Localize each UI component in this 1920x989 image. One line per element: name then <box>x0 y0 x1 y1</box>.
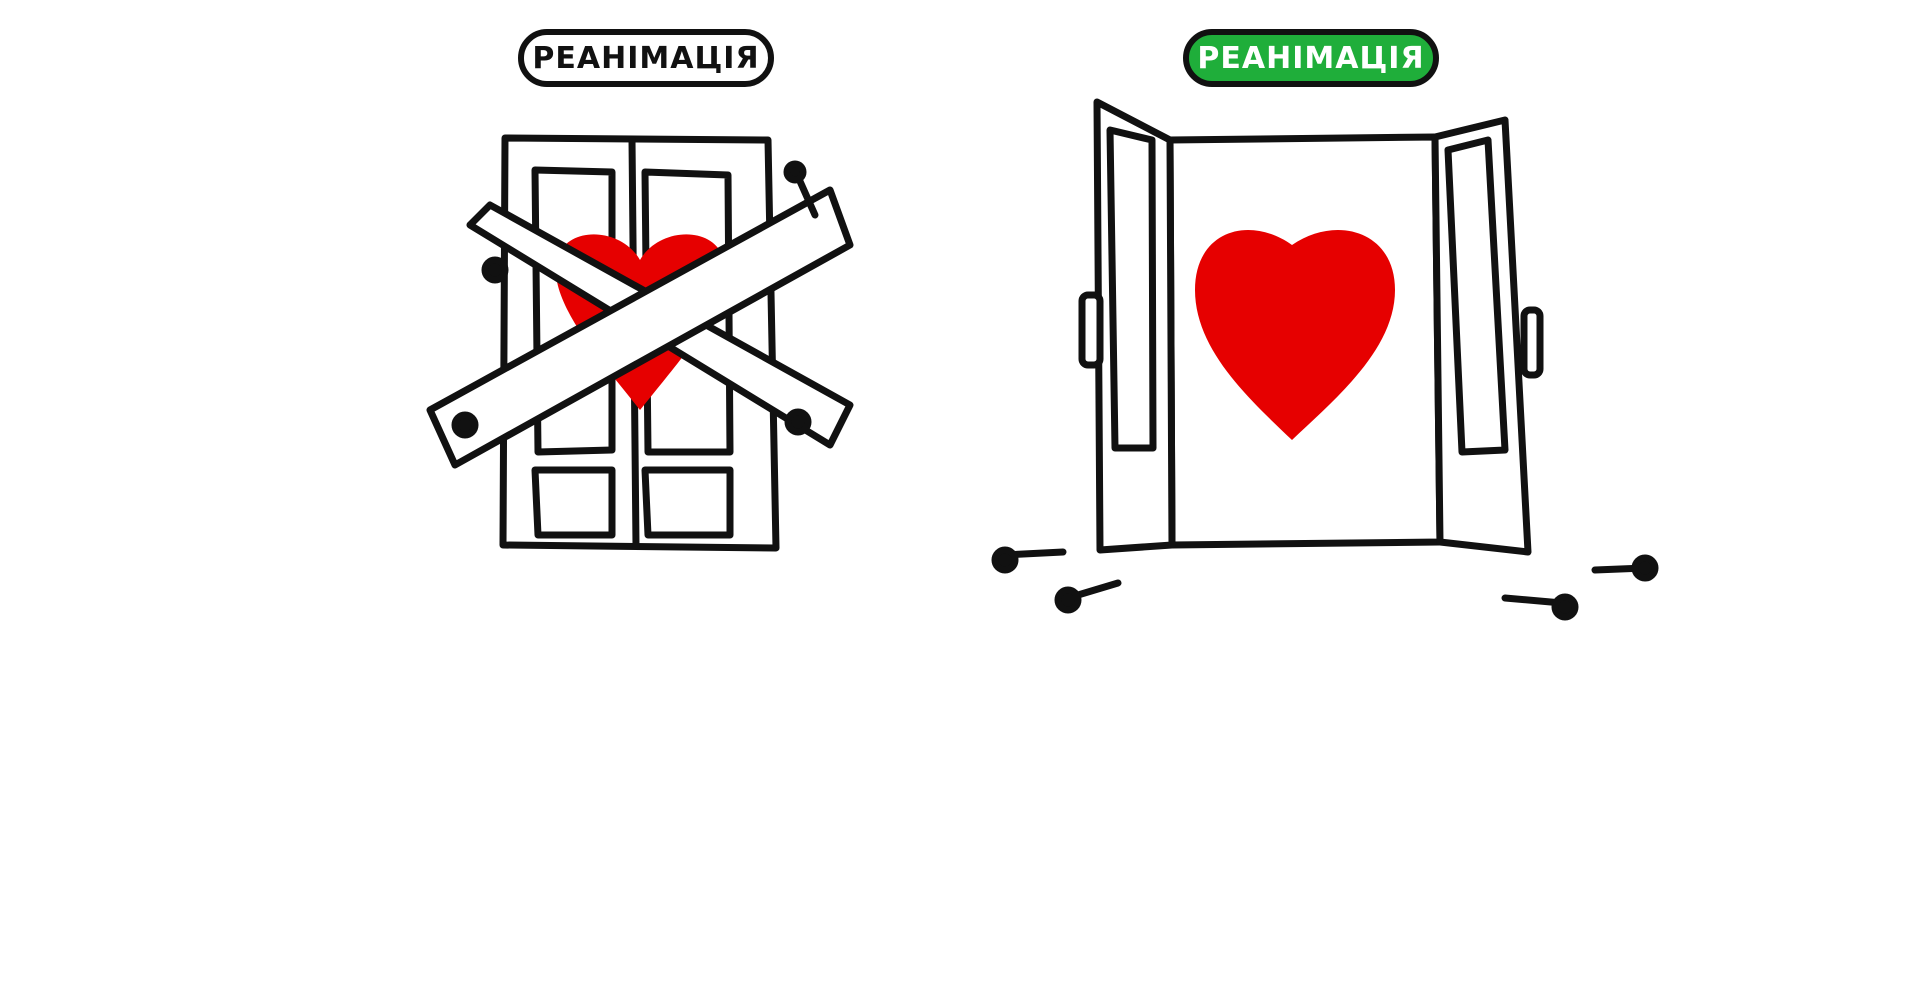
open-door-icon <box>991 98 1659 621</box>
nail-icon <box>784 408 812 436</box>
open-reanimation-sign: Реанімація <box>1183 29 1439 87</box>
closed-reanimation-sign: Реанімація <box>518 29 774 87</box>
closed-sign-label: Реанімація <box>532 40 760 76</box>
nail-icon <box>481 256 509 284</box>
nail-icon <box>451 411 479 439</box>
boarded-door-icon <box>426 134 854 552</box>
heart-icon <box>1195 230 1395 440</box>
open-sign-label: Реанімація <box>1197 40 1425 76</box>
